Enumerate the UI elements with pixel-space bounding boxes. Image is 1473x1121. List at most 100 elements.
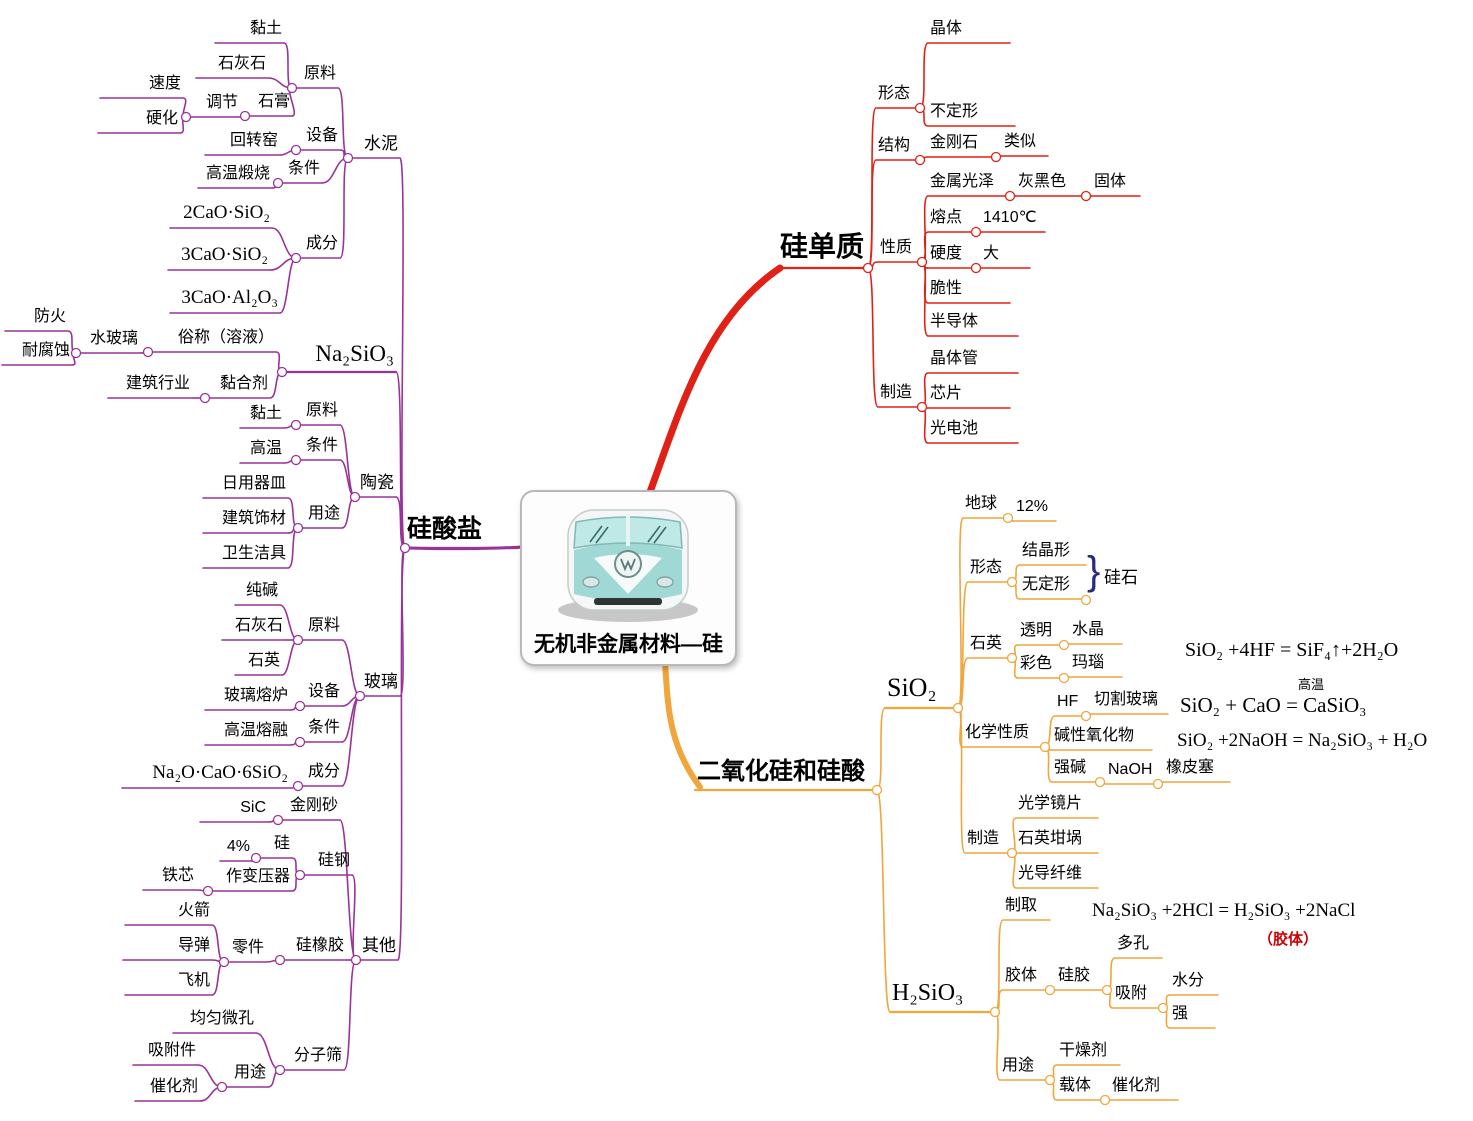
trunk-silicon-element: [646, 264, 784, 496]
node-jiejingxing: 结晶形: [1022, 542, 1071, 560]
node-gaowenduanshao: 高温煅烧: [205, 165, 270, 183]
node-manao: 玛瑙: [1072, 654, 1105, 672]
node-d1410: 1410℃: [983, 209, 1037, 227]
node-yinghua: 硬化: [145, 110, 178, 128]
node-shiyingganguo: 石英坩埚: [1018, 830, 1083, 848]
branch-line: [876, 789, 891, 1013]
node-w-yongtu: 用途: [233, 1064, 266, 1082]
node-touming: 透明: [1020, 622, 1053, 640]
junction-dot-diqiu: [1002, 512, 1014, 524]
junction-dot-r-zhizao: [916, 401, 928, 413]
junction-dot-r-xingzhi: [916, 256, 928, 268]
node-c-shebei: 设备: [305, 127, 338, 145]
node-r-xingzhi: 性质: [880, 239, 913, 257]
junction-dot-r-jiegou: [914, 154, 926, 166]
junction-dot-c-chengfen: [290, 252, 302, 264]
central-topic: 无机非金属材料—硅: [520, 490, 737, 666]
node-feiji: 飞机: [177, 972, 210, 990]
node-guti: 固体: [1094, 173, 1127, 191]
central-topic-title: 无机非金属材料—硅: [534, 633, 723, 656]
node-gui1: 硅: [273, 835, 290, 853]
node-g-yuanliao: 原料: [307, 617, 340, 635]
node-silicate: 硅酸盐: [407, 514, 483, 543]
junction-dot-shigao: [239, 110, 251, 122]
node-jianzhuhangye: 建筑行业: [125, 375, 190, 393]
node-bandaoti: 半导体: [930, 313, 979, 331]
node-h-yongtu: 用途: [1002, 1057, 1035, 1075]
branch-line: [867, 267, 879, 408]
node-eq1: SiO₂ +4HF = SiF₄↑+2H₂O: [1185, 638, 1399, 661]
junction-dot-na2sio3: [276, 366, 288, 378]
junction-dot-g-shebei: [294, 700, 306, 712]
junction-dot-w-yongtu: [216, 1081, 228, 1093]
node-huaxuexingzhi: 化学性质: [965, 724, 1030, 742]
node-na2ocao: Na₂O·CaO·6SiO₂: [152, 761, 288, 783]
node-fenzishai: 分子筛: [293, 1047, 342, 1065]
node-t-yuanliao: 原料: [305, 402, 338, 420]
junction-dot-huaxuexingzhi: [1039, 741, 1051, 753]
junction-dot-zaiti: [1099, 1094, 1111, 1106]
branch-line: [957, 707, 966, 854]
node-rongdian: 熔点: [930, 209, 963, 227]
junction-dot-silicate: [399, 542, 411, 554]
node-jingangshi: 金刚石: [930, 134, 979, 152]
node-zuobianyaqi: 作变压器: [225, 868, 290, 886]
junction-dot-lingjian: [218, 956, 230, 968]
node-nianheji: 黏合剂: [219, 375, 268, 393]
node-huizhuanyao: 回转窑: [229, 132, 278, 150]
node-sudu: 速度: [148, 75, 181, 93]
junction-dot-h2sio3: [989, 1006, 1001, 1018]
junction-dot-guigang: [294, 869, 306, 881]
node-o-xingtai: 形态: [970, 559, 1003, 577]
node-r-zhizao: 制造: [880, 384, 913, 402]
node-tiexin: 铁芯: [161, 867, 194, 885]
node-caise: 彩色: [1020, 655, 1053, 673]
node-guangxuejingpian: 光学镜片: [1018, 795, 1083, 813]
node-f3caosio2: 3CaO·SiO₂: [181, 243, 268, 265]
node-shihuishi2: 石灰石: [234, 617, 283, 635]
junction-dot-c-shebei: [290, 144, 302, 156]
node-h2sio3: H₂SiO₃: [892, 979, 964, 1006]
junction-dot-rongdian: [970, 226, 982, 238]
junction-dot-c-yuanliao: [286, 82, 298, 94]
node-qiangjian: 强碱: [1054, 759, 1087, 777]
node-budingxing: 不定形: [930, 103, 979, 121]
node-huiheise: 灰黑色: [1018, 173, 1067, 191]
node-gaowen: 高温: [249, 440, 282, 458]
node-cuihuaji2: 催化剂: [1112, 1077, 1161, 1095]
junction-dot-xifu: [1157, 1002, 1169, 1014]
node-guigang: 硅钢: [317, 852, 350, 870]
node-riyongqimin: 日用器皿: [221, 475, 286, 493]
junction-dot-o-zhizao: [1006, 847, 1018, 859]
node-sio2-acid: 二氧化硅和硅酸: [697, 757, 865, 785]
junction-dot-g-yuanliao: [292, 634, 304, 646]
node-si-elem: 硅单质: [780, 230, 865, 262]
node-guishi: 硅石: [1104, 568, 1138, 588]
node-qiang: 强: [1172, 1005, 1189, 1023]
node-jingti: 晶体: [930, 20, 963, 38]
node-guangdianchi: 光电池: [930, 420, 979, 438]
node-guijiao: 硅胶: [1058, 967, 1091, 985]
node-g-tiaojian: 条件: [307, 719, 340, 737]
node-jingangsha: 金刚砂: [289, 797, 338, 815]
junction-dot-t-yongtu: [292, 522, 304, 534]
node-leisi: 类似: [1004, 133, 1037, 151]
node-eq2-condition: 高温: [1298, 677, 1325, 693]
junction-dot-gui1: [250, 852, 262, 864]
node-niantu2: 黏土: [249, 405, 282, 423]
node-cement: 水泥: [364, 134, 398, 154]
junction-dot-fenzishai: [274, 1064, 286, 1076]
node-sic: SiC: [240, 799, 266, 817]
node-niantu1: 黏土: [249, 20, 282, 38]
node-naoh: NaOH: [1108, 761, 1153, 779]
node-shigao: 石膏: [257, 93, 290, 111]
junction-dot-jingangshi: [990, 151, 1002, 163]
node-hf: HF: [1057, 693, 1079, 711]
junction-dot-nianheji: [199, 392, 211, 404]
junction-dot-n-jiaoti: [1044, 984, 1056, 996]
trunk-silica-acid: [662, 659, 703, 790]
node-r-xingtai: 形态: [878, 85, 911, 103]
junction-dot-cement: [342, 152, 354, 164]
node-t-tiaojian: 条件: [305, 437, 338, 455]
node-shuifen: 水分: [1172, 972, 1205, 990]
